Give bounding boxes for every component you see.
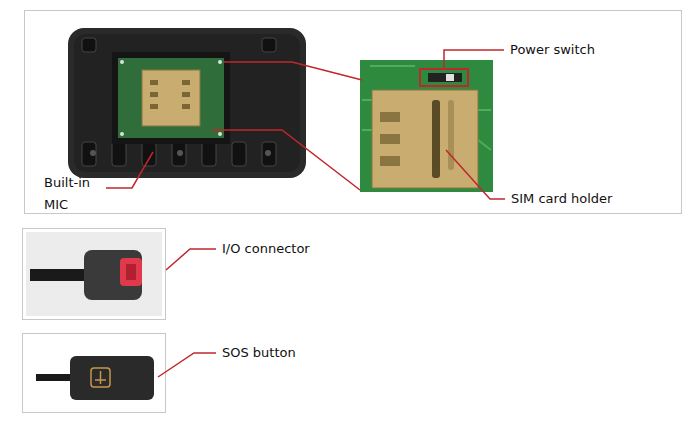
sim-contact [150, 80, 190, 109]
corner-screw [120, 132, 124, 136]
leader-line [444, 50, 504, 69]
leader-line [106, 50, 505, 199]
vent-slot [82, 142, 96, 166]
sim-contact [182, 92, 190, 97]
screw [90, 150, 96, 156]
io-connector [120, 258, 142, 286]
sim-slot [448, 100, 454, 170]
sos-button [95, 371, 106, 384]
corner-screw [218, 132, 222, 136]
vent-slot [232, 142, 246, 166]
tracker-device [74, 34, 300, 172]
vent-slot [82, 38, 276, 166]
sim-contact [182, 80, 190, 85]
switch-highlight [420, 69, 468, 86]
vent-slot [262, 38, 276, 52]
screw [90, 150, 271, 156]
sim-contact [380, 112, 400, 122]
switch-knob [446, 74, 454, 81]
io-connector [26, 232, 162, 316]
vent-slot [112, 142, 126, 166]
leader-line [446, 150, 505, 199]
io-connector [30, 269, 92, 281]
pcb-trace [370, 65, 415, 67]
vent-slot [82, 38, 96, 52]
vent-slot [262, 142, 276, 166]
leader-line [158, 353, 216, 377]
sim-contact [150, 80, 158, 85]
sim-contact [380, 156, 400, 166]
pcb-trace [478, 109, 491, 111]
sim-contact [150, 104, 158, 109]
screw [177, 150, 183, 156]
io-connector [26, 232, 162, 316]
panel-frame [23, 229, 166, 320]
panel-frame [25, 11, 682, 214]
vent-slot [172, 142, 186, 166]
panel-frame [23, 334, 166, 413]
pcb-trace [478, 140, 491, 150]
corner-screw [218, 60, 222, 64]
sim-contact [182, 104, 190, 109]
corner-screw [120, 60, 124, 64]
tracker-device [68, 28, 306, 178]
screw [265, 150, 271, 156]
sim-card-holder [372, 90, 478, 188]
sim-holder-small [142, 70, 200, 126]
sos-button [91, 368, 110, 387]
corner-screw [120, 60, 222, 136]
sim-window-board [118, 58, 224, 138]
leader-line [166, 249, 216, 270]
part-label: Power switch [510, 39, 595, 61]
pcb-trace [362, 129, 372, 131]
board-closeup [360, 60, 493, 192]
leader-line [212, 130, 360, 190]
pcb-trace [362, 99, 372, 101]
sos-button [36, 356, 154, 400]
io-connector [126, 264, 136, 280]
sos-button [70, 356, 154, 400]
sim-contact [380, 134, 400, 144]
board-closeup [360, 60, 493, 192]
sim-contact [150, 92, 158, 97]
leader-line [224, 62, 362, 80]
sim-slot [432, 100, 440, 178]
part-label: Built-in MIC [44, 172, 114, 216]
leader-line [106, 152, 153, 188]
vent-slot [142, 142, 156, 166]
switch-part [428, 73, 462, 82]
tracker-device [68, 28, 306, 178]
part-label: SOS button [222, 342, 296, 364]
io-connector [84, 250, 142, 300]
vent-slot [202, 142, 216, 166]
part-label: I/O connector [222, 238, 310, 260]
part-label: SIM card holder [511, 188, 612, 210]
